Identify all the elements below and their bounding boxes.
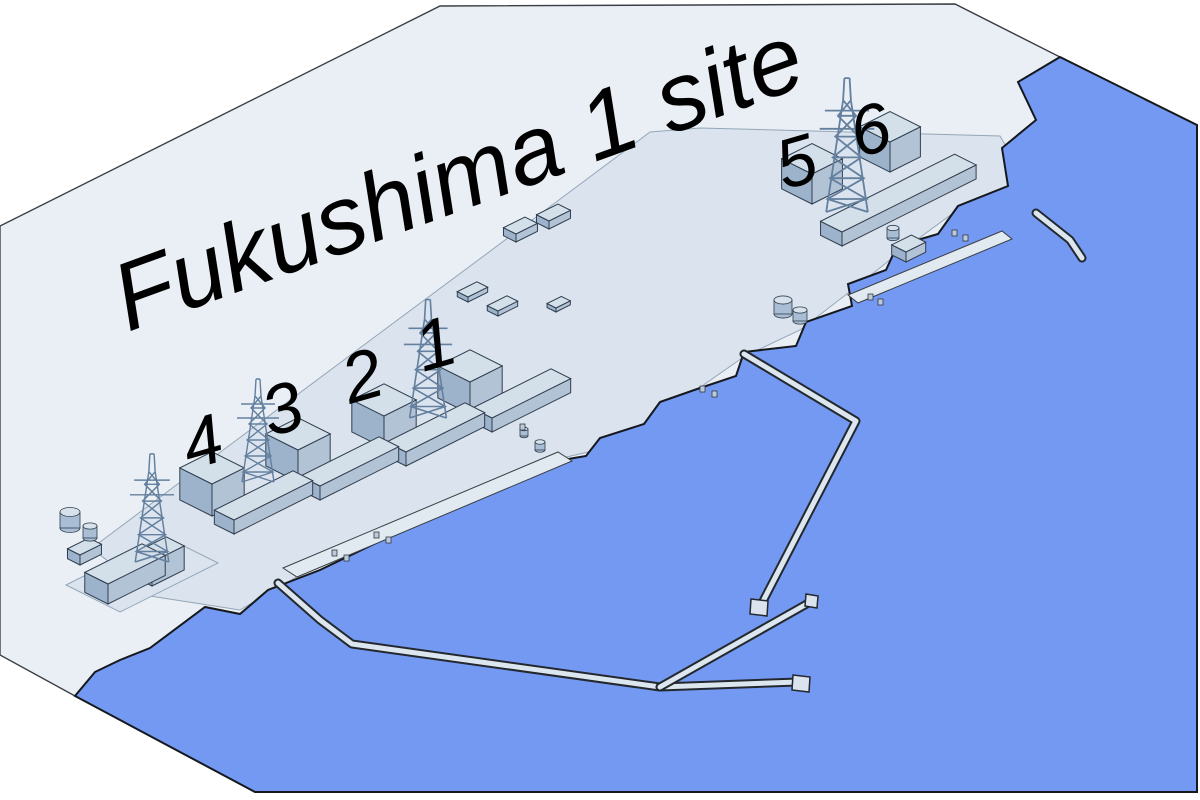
building-u56-turbine-hall	[819, 153, 978, 247]
building-admin-annex	[66, 537, 103, 566]
building-pad-e	[545, 295, 572, 313]
u4-turbine-hall-roof	[213, 470, 314, 521]
tank-3	[773, 295, 793, 319]
shed-5	[519, 423, 526, 431]
tank-lid	[534, 439, 546, 445]
building-u6-reactor	[858, 111, 922, 173]
building-pad-b	[535, 203, 572, 230]
breakwaters	[273, 208, 1087, 693]
breakwater-cap-south	[791, 674, 811, 693]
tank-lid	[886, 224, 900, 232]
breakwater-south	[275, 580, 801, 690]
building-pad-d	[486, 295, 519, 317]
tank-2	[82, 522, 98, 542]
u6-reactor-roof	[858, 111, 922, 143]
u3-reactor-roof	[264, 417, 332, 451]
tank-lid	[773, 295, 793, 305]
building-u5-reactor	[780, 143, 844, 205]
intake-quay-units-5-6	[847, 230, 1013, 304]
tank-lid	[792, 306, 808, 314]
u5-reactor-roof	[780, 143, 844, 175]
building-u4-turbine-hall	[213, 470, 314, 535]
tank-5	[886, 224, 900, 242]
u1-reactor-roof	[436, 349, 504, 383]
building-u56-aux	[890, 234, 927, 263]
breakwater-east	[741, 351, 859, 610]
breakwater-cap-arm	[804, 593, 819, 609]
shed-7	[877, 298, 884, 306]
pad-c-roof	[456, 281, 489, 298]
tank-4	[792, 306, 808, 325]
shed-6	[867, 293, 874, 301]
tank-1	[59, 507, 81, 533]
u56-turbine-hall-roof	[819, 153, 978, 233]
u4-reactor-roof	[178, 451, 246, 485]
u2-reactor-roof	[350, 383, 418, 417]
building-pad-c	[456, 281, 489, 303]
shed-1	[331, 549, 338, 557]
shed-3	[373, 531, 380, 539]
shed-2	[343, 554, 350, 562]
building-u3-reactor	[264, 417, 332, 483]
building-u1-reactor	[436, 349, 504, 415]
shed-10	[699, 385, 706, 393]
pad-b-roof	[535, 203, 572, 222]
breakwater-south-arm	[657, 598, 815, 690]
breakwater-north	[1033, 210, 1085, 261]
breakwater-cap-east	[749, 598, 769, 617]
shed-11	[711, 390, 718, 398]
shed-9	[962, 234, 969, 242]
building-admin-main	[83, 543, 167, 605]
u56-aux-roof	[890, 234, 927, 253]
pad-e-roof	[545, 295, 572, 309]
tank-lid	[59, 507, 81, 517]
pad-a-roof	[502, 216, 539, 235]
buildings-layer	[66, 111, 978, 605]
tank-lid	[82, 522, 98, 530]
intake-quay-units-1-4	[281, 451, 574, 578]
shed-4	[385, 536, 392, 544]
storage-tanks-layer	[59, 224, 900, 542]
pad-d-roof	[486, 295, 519, 312]
tank-6	[534, 439, 546, 453]
building-u1-turbine-hall	[471, 368, 572, 433]
shed-8	[951, 229, 958, 237]
small-structures-layer	[331, 229, 969, 562]
